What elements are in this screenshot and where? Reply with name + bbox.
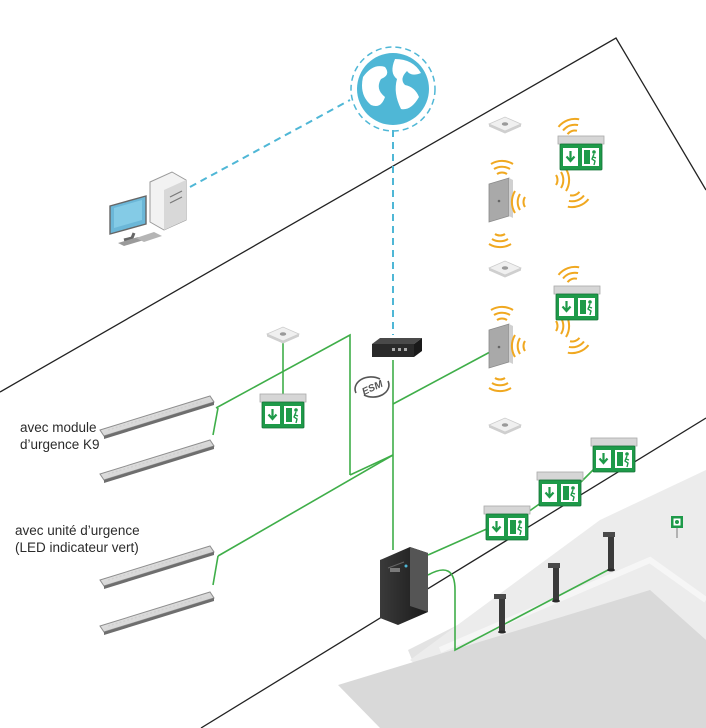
globe-icon: [350, 46, 436, 132]
k9-module-label-line2: d’urgence K9: [20, 437, 100, 452]
router-icon: [372, 338, 422, 357]
ceiling-sensor-icon: [488, 116, 522, 134]
esm-logo-icon: ESM: [354, 376, 390, 398]
emergency-unit-label-line1: avec unité d’urgence: [15, 523, 140, 538]
ceiling-sensor-icon: [488, 417, 522, 435]
ceiling-sensor-icon: [266, 326, 300, 344]
ceiling-light-icon: [99, 591, 215, 636]
ceiling-light-icon: [99, 439, 215, 484]
wireless-module-icon: [488, 323, 514, 369]
exit-sign-icon: [258, 392, 308, 430]
emergency-unit-label-line2: (LED indicateur vert): [15, 540, 139, 555]
computer-icon: [109, 171, 187, 246]
exit-sign-icon: [589, 436, 639, 474]
exit-sign-icon: [482, 504, 532, 542]
central-battery-icon: [380, 547, 428, 625]
network-links: [189, 99, 394, 335]
green-wiring: [212, 333, 609, 652]
exit-sign-icon: [552, 284, 602, 322]
wireless-module-icon: [488, 177, 514, 223]
k9-module-label-line1: avec module: [20, 420, 97, 435]
wall-exit-indicator-icon: [671, 516, 683, 538]
ceiling-sensor-icon: [488, 260, 522, 278]
exit-sign-icon: [556, 134, 606, 172]
ceiling-light-icon: [99, 395, 215, 440]
exit-sign-icon: [535, 470, 585, 508]
